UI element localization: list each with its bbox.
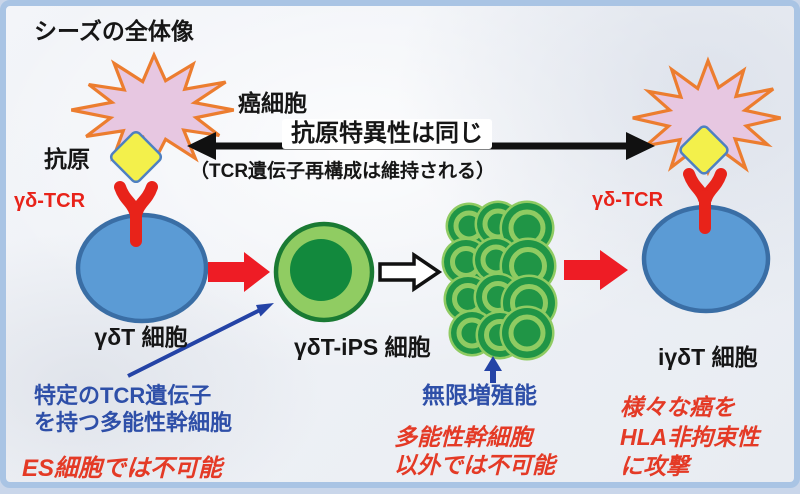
red-arrow-1 — [208, 252, 270, 292]
ips-cell-label: γδT-iPS 細胞 — [294, 334, 431, 360]
tcr-receptor-right-shape — [683, 168, 727, 234]
stem-cell-note-line2: を持つ多能性幹細胞 — [34, 410, 233, 435]
stem-cell-note-line1: 特定のTCR遺伝子 — [34, 383, 212, 408]
antigen-specificity-note: 抗原特異性は同じ — [282, 119, 492, 149]
blue-diagonal-arrow — [127, 303, 274, 378]
tcr-label-left: γδ-TCR — [14, 190, 86, 212]
tcr-receptor-left-shape — [114, 181, 158, 247]
es-cell-note: ES細胞では不可能 — [22, 455, 223, 482]
pluripotent-note-line1: 多能性幹細胞 — [394, 424, 532, 450]
white-arrow — [378, 251, 443, 293]
antigen-diamond-left — [109, 130, 163, 184]
cancer-cell-starburst-right — [633, 61, 781, 172]
antigen-label: 抗原 — [44, 146, 90, 172]
tcr-rearrangement-note: （TCR遺伝子再構成は維持される） — [190, 161, 496, 182]
diagram-title: シーズの全体像 — [34, 18, 194, 44]
attack-note-line2: HLA非拘束性 — [620, 424, 760, 450]
igdt-cell-label: iγδT 細胞 — [658, 344, 758, 370]
blue-up-arrow — [484, 356, 502, 383]
pluripotent-note-line2: 以外では不可能 — [394, 452, 555, 478]
diagram-shapes-canvas — [6, 6, 800, 383]
cancer-cell-label: 癌細胞 — [238, 90, 307, 116]
attack-note-line3: に攻撃 — [620, 453, 689, 479]
cancer-cell-starburst-left — [71, 55, 233, 162]
antigen-diamond-right — [679, 125, 729, 175]
attack-note-line1: 様々な癌を — [620, 394, 735, 420]
ips-cell-shape — [273, 221, 375, 323]
red-arrow-2 — [564, 250, 628, 290]
gdt-cell-label: γδT 細胞 — [94, 324, 188, 350]
tcr-label-right: γδ-TCR — [592, 189, 664, 211]
cell-cluster — [441, 200, 558, 361]
proliferation-note: 無限増殖能 — [422, 382, 537, 408]
